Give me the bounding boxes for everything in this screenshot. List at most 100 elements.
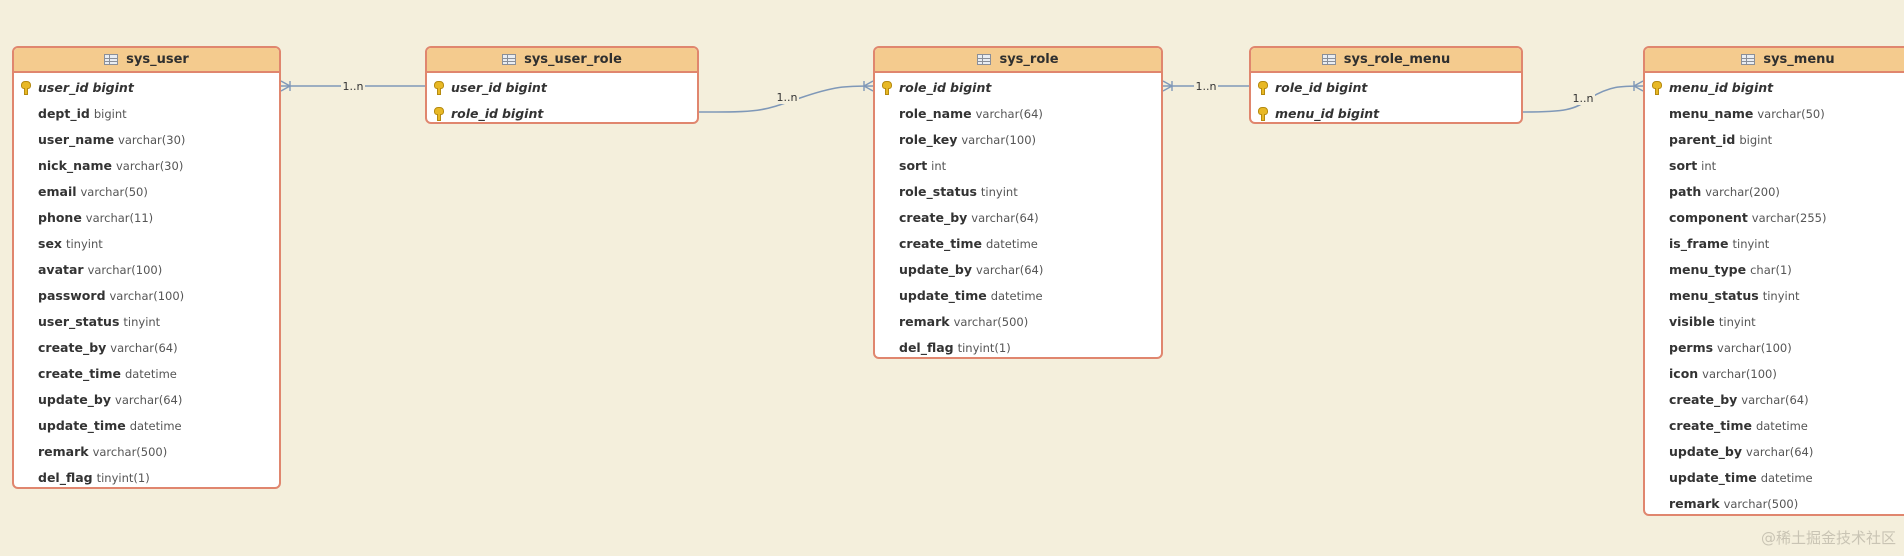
field-row[interactable]: create_by varchar(64) [1645, 387, 1904, 413]
field-row[interactable]: email varchar(50) [14, 179, 279, 205]
field-row[interactable]: parent_id bigint [1645, 127, 1904, 153]
field-name: role_key [899, 132, 958, 147]
field-row[interactable]: update_time datetime [14, 413, 279, 439]
field-row[interactable]: create_time datetime [14, 361, 279, 387]
field-type: datetime [129, 419, 182, 433]
field-name: role_name [899, 106, 972, 121]
field-name: component [1669, 210, 1748, 225]
entity-header[interactable]: sys_user [14, 48, 279, 73]
relationship-connector[interactable]: 1..n [1162, 79, 1249, 93]
primary-key-field[interactable]: user_id bigint [14, 75, 279, 101]
field-name: menu_status [1669, 288, 1759, 303]
field-row[interactable]: user_status tinyint [14, 309, 279, 335]
primary-key-field[interactable]: role_id bigint [1251, 75, 1521, 101]
field-row[interactable]: sort int [1645, 153, 1904, 179]
field-row[interactable]: icon varchar(100) [1645, 361, 1904, 387]
primary-key-field[interactable]: user_id bigint [427, 75, 697, 101]
primary-key-field[interactable]: menu_id bigint [1645, 75, 1904, 101]
field-row[interactable]: update_by varchar(64) [14, 387, 279, 413]
field-row[interactable]: avatar varchar(100) [14, 257, 279, 283]
field-row[interactable]: update_time datetime [875, 283, 1161, 309]
field-row[interactable]: role_key varchar(100) [875, 127, 1161, 153]
field-row[interactable]: create_by varchar(64) [14, 335, 279, 361]
field-type: varchar(100) [961, 133, 1036, 147]
field-row[interactable]: visible tinyint [1645, 309, 1904, 335]
field-row[interactable]: create_time datetime [1645, 413, 1904, 439]
primary-key-field[interactable]: role_id bigint [427, 101, 697, 122]
field-name: sort [899, 158, 928, 173]
field-row[interactable]: menu_name varchar(50) [1645, 101, 1904, 127]
field-row[interactable]: remark varchar(500) [1645, 491, 1904, 514]
field-row[interactable]: role_name varchar(64) [875, 101, 1161, 127]
field-type: varchar(500) [1723, 497, 1799, 511]
field-type: tinyint [123, 315, 161, 329]
field-type: char(1) [1750, 263, 1792, 277]
field-row[interactable]: password varchar(100) [14, 283, 279, 309]
field-row[interactable]: component varchar(255) [1645, 205, 1904, 231]
field-type: varchar(64) [1746, 445, 1814, 459]
field-name: update_by [1669, 444, 1743, 459]
field-row[interactable]: is_frame tinyint [1645, 231, 1904, 257]
field-type: tinyint [1718, 315, 1756, 329]
field-row[interactable]: del_flag tinyint(1) [875, 335, 1161, 357]
field-name: update_by [899, 262, 973, 277]
field-row[interactable]: remark varchar(500) [875, 309, 1161, 335]
field-name: user_id [38, 80, 89, 95]
field-type: varchar(64) [110, 341, 178, 355]
field-row[interactable]: dept_id bigint [14, 101, 279, 127]
field-name: avatar [38, 262, 84, 277]
field-row[interactable]: nick_name varchar(30) [14, 153, 279, 179]
field-row[interactable]: create_by varchar(64) [875, 205, 1161, 231]
field-row[interactable]: menu_type char(1) [1645, 257, 1904, 283]
field-row[interactable]: path varchar(200) [1645, 179, 1904, 205]
entity-header[interactable]: sys_menu [1645, 48, 1904, 73]
field-type: varchar(100) [1702, 367, 1777, 381]
relationship-label-bg [1194, 79, 1218, 93]
primary-key-field[interactable]: role_id bigint [875, 75, 1161, 101]
key-icon [1652, 81, 1662, 95]
field-row[interactable]: sex tinyint [14, 231, 279, 257]
field-row[interactable]: del_flag tinyint(1) [14, 465, 279, 487]
key-icon [1258, 81, 1268, 95]
cardinality-label: 1..n [1573, 92, 1594, 105]
field-name: create_by [1669, 392, 1738, 407]
entity-header[interactable]: sys_role [875, 48, 1161, 73]
field-row[interactable]: update_by varchar(64) [1645, 439, 1904, 465]
field-type: varchar(64) [975, 107, 1043, 121]
field-row[interactable]: remark varchar(500) [14, 439, 279, 465]
relationship-label-bg [775, 90, 799, 104]
relationship-connector[interactable]: 1..n [1522, 80, 1644, 113]
field-row[interactable]: sort int [875, 153, 1161, 179]
field-row[interactable]: role_status tinyint [875, 179, 1161, 205]
field-row[interactable]: menu_status tinyint [1645, 283, 1904, 309]
field-type: datetime [1755, 419, 1808, 433]
field-name: create_time [1669, 418, 1752, 433]
entity-header[interactable]: sys_user_role [427, 48, 697, 73]
entity-header[interactable]: sys_role_menu [1251, 48, 1521, 73]
field-name: remark [899, 314, 950, 329]
entity-title: sys_role [999, 52, 1059, 67]
field-type: bigint [505, 80, 547, 95]
field-name: sort [1669, 158, 1698, 173]
cardinality-label: 1..n [777, 91, 798, 104]
field-name: remark [38, 444, 89, 459]
field-row[interactable]: phone varchar(11) [14, 205, 279, 231]
relationship-connector[interactable]: 1..n [280, 79, 425, 93]
field-type: bigint [501, 106, 544, 121]
field-row[interactable]: update_time datetime [1645, 465, 1904, 491]
field-name: create_by [899, 210, 968, 225]
field-row[interactable]: perms varchar(100) [1645, 335, 1904, 361]
primary-key-field[interactable]: menu_id bigint [1251, 101, 1521, 122]
field-row[interactable]: update_by varchar(64) [875, 257, 1161, 283]
field-name: create_by [38, 340, 107, 355]
field-name: parent_id [1669, 132, 1736, 147]
field-row[interactable]: create_time datetime [875, 231, 1161, 257]
relationship-connector[interactable]: 1..n [698, 80, 874, 113]
field-type: tinyint [1762, 289, 1800, 303]
field-row[interactable]: user_name varchar(30) [14, 127, 279, 153]
